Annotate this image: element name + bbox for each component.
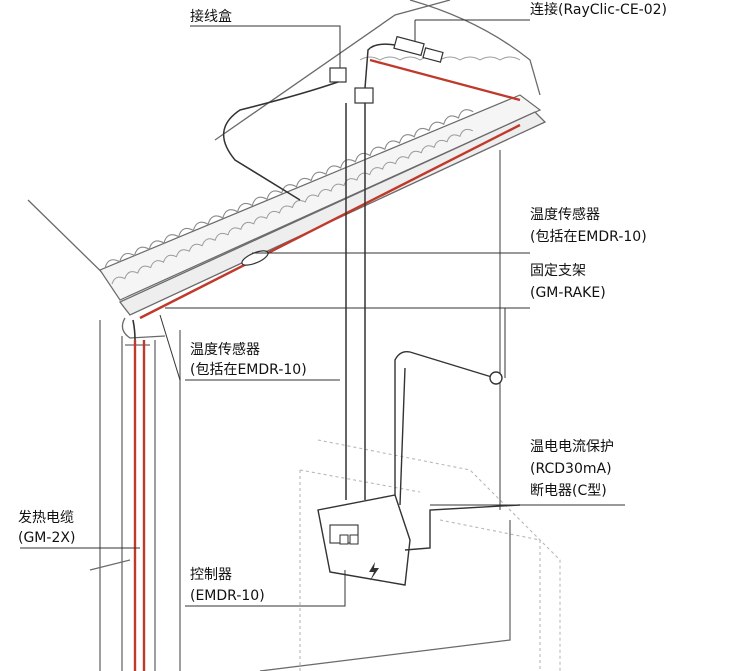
lightning-icon <box>369 562 379 581</box>
bracket-label-1: 固定支架 <box>530 263 586 279</box>
leader-lines <box>20 19 625 607</box>
junction-box-label: 接线盒 <box>190 8 232 25</box>
gutter <box>118 111 547 339</box>
label-heating-cable: 发热电缆 (GM-2X) <box>18 510 75 546</box>
bracket-sensor <box>489 371 503 385</box>
roof-cable <box>369 58 521 102</box>
controller-label-2: (EMDR-10) <box>190 588 265 604</box>
downpipe <box>121 336 156 671</box>
rcd-label-3: 断电器(C型) <box>530 483 607 499</box>
junction-box <box>222 43 396 201</box>
gutter-sensor-label-1: 温度传感器 <box>190 341 260 358</box>
heating-cable <box>132 58 521 671</box>
gutter-cable <box>139 123 521 320</box>
gutter-sensor-label-2: (包括在EMDR-10) <box>190 362 307 378</box>
rcd-label-2: (RCD30mA) <box>530 461 612 477</box>
connector-label: 连接(RayClic-CE-02) <box>530 1 667 18</box>
heating-cable-label-1: 发热电缆 <box>18 510 74 526</box>
label-connector: 连接(RayClic-CE-02) <box>530 1 667 18</box>
roof-sensor-label-1: 温度传感器 <box>530 206 600 223</box>
label-rcd: 温电电流保护 (RCD30mA) 断电器(C型) <box>530 439 614 499</box>
label-controller: 控制器 (EMDR-10) <box>190 567 265 604</box>
connector-rayclic <box>393 35 444 63</box>
dashed-foundation <box>299 439 561 671</box>
roof-sensor-label-2: (包括在EMDR-10) <box>530 229 647 245</box>
label-gutter-sensor: 温度传感器 (包括在EMDR-10) <box>190 341 307 378</box>
controller-unit <box>317 494 521 586</box>
control-wiring <box>345 103 496 506</box>
label-junction-box: 接线盒 <box>190 8 232 25</box>
controller-label-1: 控制器 <box>190 567 232 583</box>
bracket-label-2: (GM-RAKE) <box>530 285 606 301</box>
label-roof-sensor: 温度传感器 (包括在EMDR-10) <box>530 206 647 245</box>
heating-cable-label-2: (GM-2X) <box>18 530 75 546</box>
rcd-label-1: 温电电流保护 <box>530 439 614 455</box>
label-bracket: 固定支架 (GM-RAKE) <box>530 263 606 301</box>
